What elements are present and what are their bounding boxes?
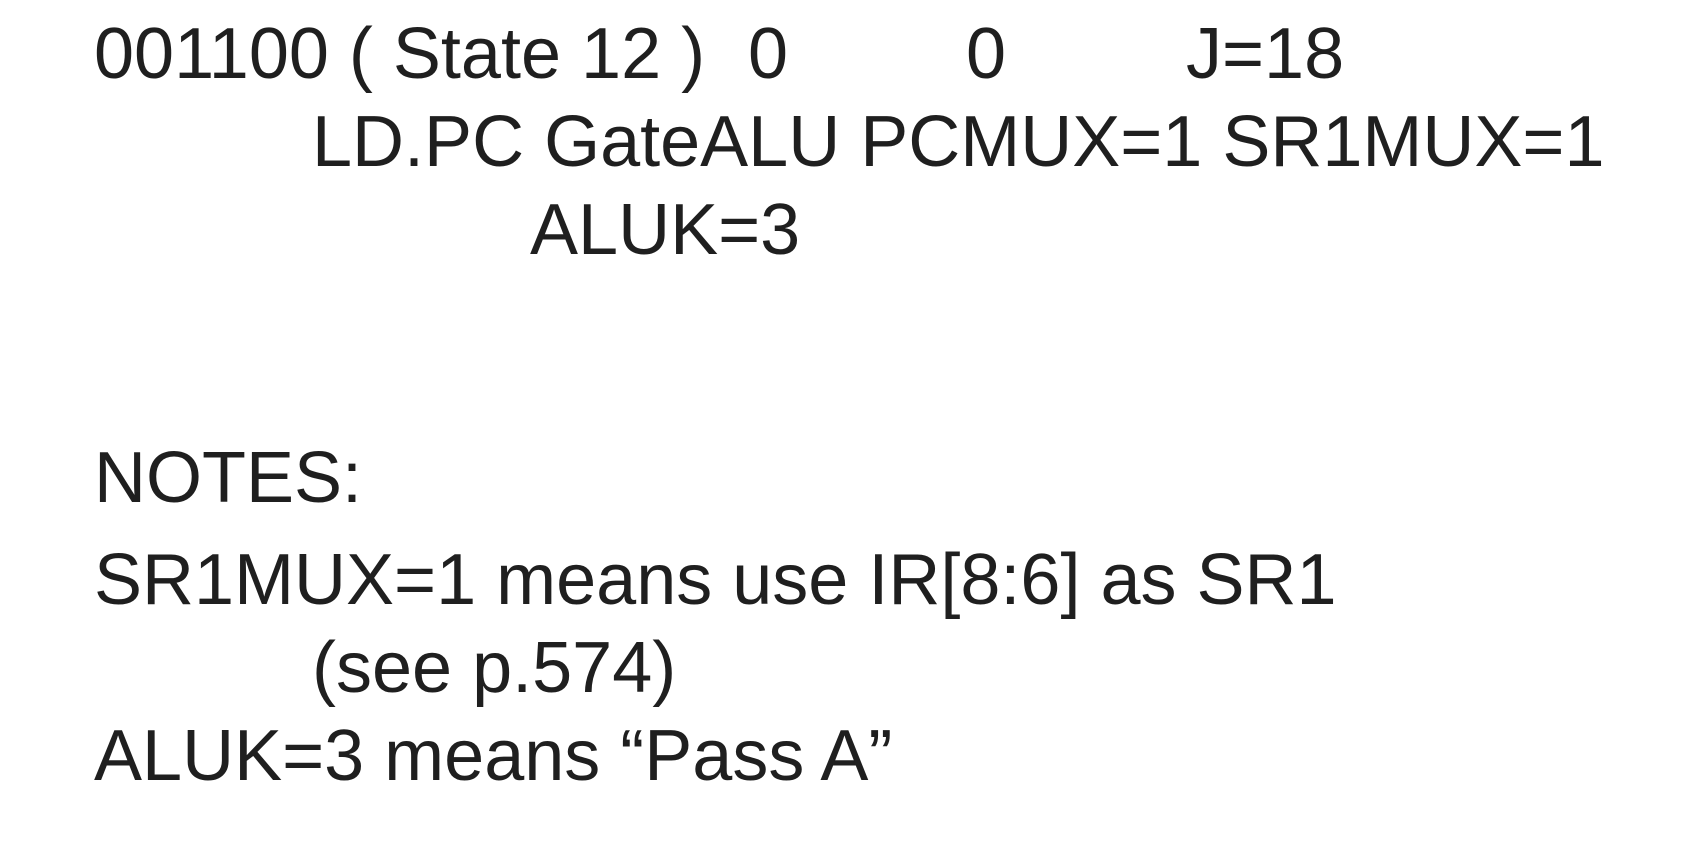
control-signals-line-1: LD.PC GateALU PCMUX=1 SR1MUX=1 [312,102,1605,182]
j-field: J=18 [1186,14,1345,94]
state-address: 001100 ( State 12 ) [94,14,706,94]
microinstruction-header-line: 001100 ( State 12 ) 0 0 J=18 [94,18,1344,450]
note-sr1mux: SR1MUX=1 means use IR[8:6] as SR1 [94,540,1337,620]
note-aluk: ALUK=3 means “Pass A” [94,716,893,796]
cond-bits: 0 [748,14,789,94]
ird-bit: 0 [966,14,1007,94]
notes-heading: NOTES: [94,438,363,518]
note-sr1mux-reference: (see p.574) [312,628,677,708]
control-signals-line-2: ALUK=3 [530,190,801,270]
